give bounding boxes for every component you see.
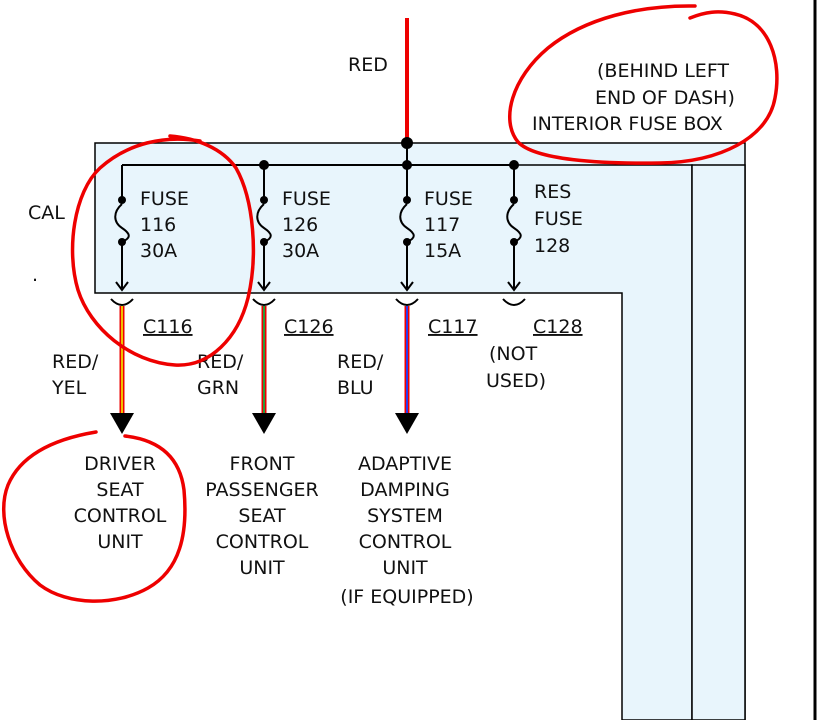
- load-label-line: ADAPTIVE: [358, 453, 452, 475]
- fuse-128-reserve: RES FUSE 128 C128 (NOT USED): [486, 165, 583, 392]
- load-label-line: UNIT: [239, 557, 285, 579]
- fuse-label-line: 116: [140, 214, 176, 236]
- fuse-label-line: 15A: [424, 240, 461, 262]
- connector-label: C126: [284, 316, 334, 338]
- connector-icon: [395, 298, 419, 306]
- load-label-line: CONTROL: [216, 531, 309, 553]
- annotations: [2, 4, 779, 603]
- load-label-line: CONTROL: [359, 531, 452, 553]
- wire-color-label: RED/: [197, 351, 244, 373]
- connector-icon: [502, 298, 526, 306]
- fuse-box: [94, 142, 746, 720]
- load-label-line: CONTROL: [74, 505, 167, 527]
- load-arrow-icon: [395, 413, 419, 434]
- fuse-arrow-icon: [257, 281, 271, 292]
- fuse-117: FUSE 117 15A C117 RED/ BLU ADAPTIVE DAMP…: [337, 165, 478, 608]
- wire-color-label: GRN: [197, 377, 239, 399]
- load-label-line: (IF EQUIPPED): [340, 586, 473, 608]
- fuse-label-line: FUSE: [282, 188, 331, 210]
- fuse-element-icon: [114, 203, 130, 243]
- fuse-label-line: FUSE: [140, 188, 189, 210]
- fuse-arrow-icon: [400, 281, 414, 292]
- wire-color-label: RED/: [337, 351, 384, 373]
- fuse-label-line: 30A: [282, 240, 319, 262]
- fuse-arrow-icon: [115, 281, 129, 292]
- wire-color-label: RED/: [52, 351, 99, 373]
- connector-label: C128: [533, 316, 583, 338]
- connector-icon: [252, 298, 276, 306]
- feed-wire-label: RED: [348, 54, 388, 76]
- fuse-element-icon: [506, 203, 522, 243]
- left-edge-label: CAL: [28, 202, 65, 224]
- fuse-box-location-line: (BEHIND LEFT: [597, 60, 729, 82]
- fuse-label-line: 117: [424, 214, 460, 236]
- connector-icon: [110, 298, 134, 306]
- fuse-label-line: 128: [534, 235, 570, 257]
- load-arrow-icon: [110, 413, 134, 434]
- fuse-box-location-line: INTERIOR FUSE BOX: [532, 113, 723, 135]
- connector-label: C116: [143, 316, 193, 338]
- fuse-terminal: [403, 196, 411, 204]
- annotation-circle-fuse-box-label: [508, 4, 779, 165]
- connector-note: USED): [486, 370, 546, 392]
- left-edge-label: .: [32, 264, 38, 286]
- connector-label: C117: [428, 316, 478, 338]
- fuse-terminal: [510, 196, 518, 204]
- fuse-label-line: FUSE: [534, 208, 583, 230]
- fuse-terminal: [118, 196, 126, 204]
- fuse-label-line: RES: [534, 181, 571, 203]
- fuse-label-line: 30A: [140, 240, 177, 262]
- fuse-box-fill: [94, 142, 746, 720]
- wire-color-label: BLU: [337, 377, 374, 399]
- fuse-116: FUSE 116 30A C116 RED/ YEL DRIVER SEAT C…: [51, 165, 193, 553]
- fuse-label-line: FUSE: [424, 188, 473, 210]
- fuse-arrow-icon: [507, 281, 521, 292]
- fuse-element-icon: [256, 203, 272, 243]
- annotation-circle-fuse-116: [70, 134, 256, 367]
- load-label-line: FRONT: [230, 453, 295, 475]
- load-label-line: UNIT: [382, 557, 428, 579]
- fuse-element-icon: [399, 203, 415, 243]
- fuse-box-location-line: END OF DASH): [595, 87, 735, 109]
- fuse-box-inner-band: [691, 164, 746, 720]
- load-label-line: UNIT: [97, 531, 143, 553]
- load-label-line: DAMPING: [360, 479, 450, 501]
- load-label-line: SEAT: [238, 505, 286, 527]
- annotation-circle-driver-seat: [2, 430, 187, 603]
- fuse-terminal: [260, 196, 268, 204]
- load-label-line: SYSTEM: [367, 505, 443, 527]
- load-arrow-icon: [252, 413, 276, 434]
- connector-note: (NOT: [489, 343, 538, 365]
- load-label-line: SEAT: [96, 479, 144, 501]
- load-label-line: DRIVER: [84, 453, 156, 475]
- wire-color-label: YEL: [51, 377, 87, 399]
- load-label-line: PASSENGER: [205, 479, 319, 501]
- fuse-label-line: 126: [282, 214, 318, 236]
